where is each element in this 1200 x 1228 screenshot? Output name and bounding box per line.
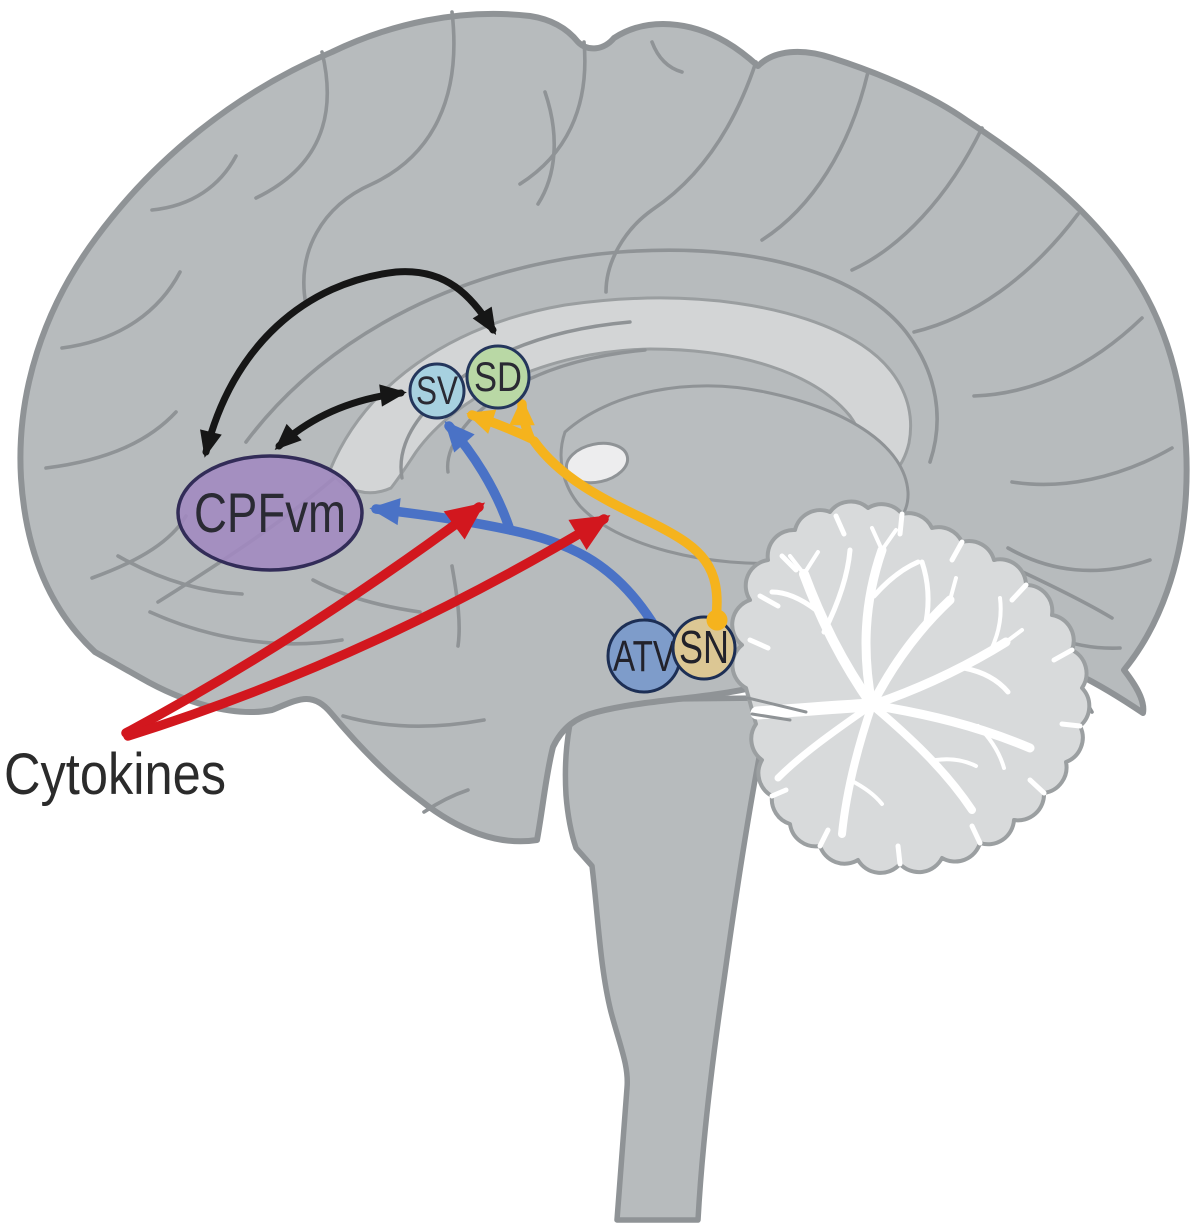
sulcus-line <box>311 578 422 614</box>
lobule-gap <box>1059 721 1083 729</box>
sulcus-line <box>450 564 461 648</box>
lobule-gap <box>747 637 771 651</box>
arbor-twig <box>934 757 978 768</box>
arbor-branch <box>867 700 1035 753</box>
arrow-cpfvm-sd <box>200 268 497 458</box>
arrow-cytokines-1 <box>121 502 486 738</box>
cytokines-label: Cytokines <box>4 742 226 807</box>
arrow-atv-sv <box>444 421 515 535</box>
lobule-gap <box>895 843 903 867</box>
node-cpfvm: CPFvm <box>176 454 364 572</box>
sulcus-line <box>1006 546 1152 573</box>
node-sv: SV <box>408 362 466 420</box>
arbor-twig <box>880 528 898 552</box>
lobule-gap <box>757 593 781 609</box>
junction-line <box>746 696 808 714</box>
pathway-arrows <box>121 268 722 741</box>
arbor-twig <box>871 559 921 599</box>
lobule-gap <box>833 513 847 537</box>
cpfvm-label: CPFvm <box>194 481 346 544</box>
sulcus-line <box>302 10 456 307</box>
junction-line <box>750 712 792 722</box>
sulcus-line <box>604 60 758 294</box>
lobule-gap <box>769 787 789 799</box>
cpfvm-ellipse <box>176 454 364 572</box>
arbor-twig <box>870 526 884 552</box>
sd-label: SD <box>474 353 522 400</box>
sulcus-line <box>912 212 1080 334</box>
lobule-gap <box>817 827 831 849</box>
cerebellum <box>730 499 1092 875</box>
arbor-twig <box>769 589 819 613</box>
atv-label: ATV <box>613 632 675 681</box>
arrow-cytokines-2 <box>123 514 611 741</box>
brainstem <box>562 695 769 1223</box>
sulcus-line <box>1010 446 1174 487</box>
arbor-branch <box>867 595 955 710</box>
arbor-twig <box>848 778 884 806</box>
sulcus-line <box>536 90 556 206</box>
lobule-gap <box>969 823 983 846</box>
brain-anatomy <box>17 10 1190 1223</box>
lobule-gap <box>949 539 965 563</box>
sulcus-line <box>850 126 984 272</box>
sulcus-line <box>650 40 684 74</box>
arbor-branch <box>838 701 876 838</box>
arbor-twig <box>961 665 1011 695</box>
arbor-branch <box>799 569 877 710</box>
arrow-sn-sd <box>509 397 535 443</box>
sulcus-line <box>422 788 470 814</box>
arbor-twig <box>988 596 1003 654</box>
lobule-gap <box>1009 582 1029 603</box>
sulcus-line <box>60 270 182 350</box>
node-sd: SD <box>465 344 531 410</box>
arbor-twig <box>919 559 931 625</box>
sulcus-line <box>972 316 1144 398</box>
lobule-gap <box>1051 647 1075 663</box>
sd-circle <box>465 344 531 410</box>
arbor-twig <box>788 554 806 576</box>
arbor-branch <box>868 701 976 814</box>
arbor-twig <box>948 576 958 602</box>
lobule-gap <box>1027 777 1047 796</box>
arbor-branch <box>774 701 876 782</box>
lobule-gap <box>897 511 905 537</box>
arbor-trunk <box>750 698 879 720</box>
lobule-gap <box>779 553 799 573</box>
arbor-vitae <box>747 511 1083 867</box>
arrow-sn-trunk <box>529 436 722 623</box>
sulcus-line <box>44 410 178 470</box>
sv-circle <box>408 362 466 420</box>
arbor-branch <box>861 545 887 710</box>
arbor-twig <box>1004 628 1024 644</box>
sulcus-line <box>518 40 587 186</box>
sulcus-line <box>760 70 870 242</box>
sulcus-line <box>116 554 244 596</box>
arbor-twig <box>976 724 1006 770</box>
sulcus-line <box>148 610 344 646</box>
region-nodes: CPFvm SV SD ATV SN <box>176 344 737 694</box>
sulcus-line <box>254 50 330 200</box>
node-sn: SN <box>671 615 737 681</box>
arbor-twig <box>821 547 853 635</box>
cerebellum-junction-lines <box>746 696 808 722</box>
sn-yellow-origin-dot <box>706 609 728 631</box>
sulcus-line <box>341 714 486 729</box>
node-atv: ATV <box>606 618 682 694</box>
sulcus-line <box>150 154 238 212</box>
arbor-twig <box>802 550 820 576</box>
sv-label: SV <box>416 369 458 413</box>
sn-circle <box>671 615 737 681</box>
arrow-cpfvm-sv <box>274 384 407 450</box>
